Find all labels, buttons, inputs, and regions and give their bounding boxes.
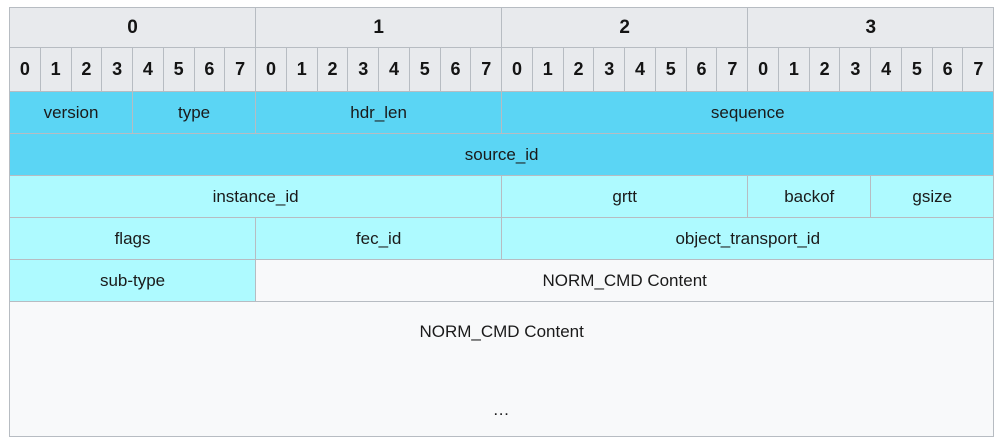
bit-label-2: 2 [70, 47, 103, 92]
field-gsize: gsize [870, 175, 995, 218]
bit-label-24: 0 [747, 47, 779, 92]
field-object-transport-id: object_transport_id [501, 217, 995, 260]
byte-index-header-row: 0 1 2 3 [8, 7, 995, 48]
bit-label-7: 7 [224, 47, 257, 92]
byte-label-3: 3 [747, 7, 995, 48]
bit-label-15: 7 [470, 47, 503, 92]
bit-label-27: 3 [839, 47, 872, 92]
bit-label-17: 1 [531, 47, 564, 92]
bit-label-29: 5 [900, 47, 933, 92]
bit-label-11: 3 [347, 47, 380, 92]
packet-row-4: sub-type NORM_CMD Content [8, 259, 995, 302]
byte-label-0: 0 [8, 7, 257, 48]
bit-label-28: 4 [870, 47, 902, 92]
field-norm-cmd-content-partial: NORM_CMD Content [255, 259, 995, 302]
field-sequence: sequence [501, 91, 995, 134]
field-source-id: source_id [8, 133, 995, 176]
field-version: version [9, 91, 133, 134]
norm-cmd-content-label: NORM_CMD Content [419, 322, 584, 341]
bit-index-header-row: 0 1 2 3 4 5 6 7 0 1 2 3 4 5 6 7 0 1 2 3 [9, 47, 995, 92]
bit-label-4: 4 [132, 47, 164, 92]
bit-label-13: 5 [408, 47, 441, 92]
packet-layout-table: 0 1 2 3 0 1 2 3 4 5 6 7 0 1 2 3 4 5 [8, 7, 995, 437]
byte-label-1: 1 [255, 7, 503, 48]
bit-label-30: 6 [931, 47, 964, 92]
bit-label-16: 0 [501, 47, 533, 92]
field-sub-type: sub-type [8, 259, 257, 302]
bit-label-19: 3 [593, 47, 626, 92]
field-instance-id: instance_id [8, 175, 503, 218]
bit-label-10: 2 [316, 47, 349, 92]
field-backof: backof [747, 175, 872, 218]
packet-row-0: version type hdr_len sequence [9, 91, 995, 134]
packet-row-2: instance_id grtt backof gsize [8, 175, 995, 218]
norm-cmd-content-ellipsis: … [492, 400, 511, 419]
bit-label-25: 1 [777, 47, 810, 92]
field-flags: flags [8, 217, 257, 260]
bit-label-5: 5 [162, 47, 195, 92]
bit-label-23: 7 [716, 47, 749, 92]
bit-label-31: 7 [962, 47, 995, 92]
bit-label-18: 2 [562, 47, 595, 92]
packet-row-1: source_id [8, 133, 995, 176]
bit-label-9: 1 [285, 47, 318, 92]
bit-label-1: 1 [39, 47, 72, 92]
bit-label-3: 3 [101, 47, 133, 92]
bit-label-21: 5 [654, 47, 687, 92]
field-hdr-len: hdr_len [255, 91, 503, 134]
bit-label-0: 0 [9, 47, 41, 92]
field-norm-cmd-content-block: NORM_CMD Content … [8, 301, 995, 437]
bit-label-14: 6 [439, 47, 472, 92]
bit-label-26: 2 [808, 47, 841, 92]
packet-row-3: flags fec_id object_transport_id [8, 217, 995, 260]
bit-label-12: 4 [378, 47, 410, 92]
byte-label-2: 2 [501, 7, 749, 48]
bit-label-8: 0 [255, 47, 287, 92]
bit-label-20: 4 [624, 47, 656, 92]
field-fec-id: fec_id [255, 217, 503, 260]
field-grtt: grtt [501, 175, 749, 218]
packet-diagram: 0 1 2 3 0 1 2 3 4 5 6 7 0 1 2 3 4 5 [8, 7, 995, 437]
bit-label-22: 6 [685, 47, 718, 92]
packet-row-content: NORM_CMD Content … [8, 301, 995, 437]
field-type: type [131, 91, 257, 134]
bit-label-6: 6 [193, 47, 226, 92]
